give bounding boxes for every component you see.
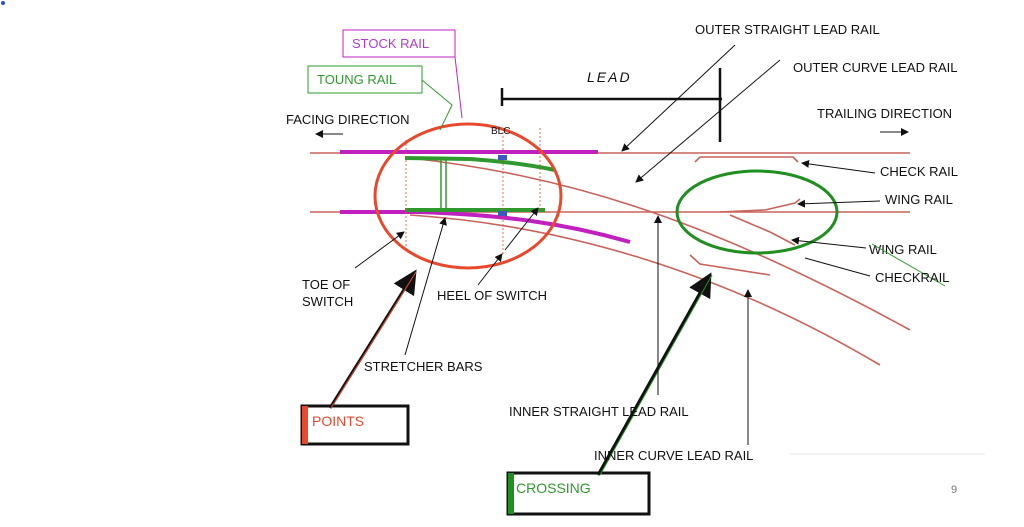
stock-rail-pointer: [454, 56, 463, 119]
points-box-accent: [302, 406, 308, 444]
crossing-leader-highlight: [599, 274, 713, 476]
check-rail-top: [694, 156, 799, 163]
heel-block-top: [498, 155, 507, 160]
blc-label: BLC: [491, 126, 510, 137]
lead-label: LEAD: [587, 69, 632, 85]
corner-dot: [1, 1, 5, 5]
outer-curve-lead-rail-arrow: [635, 59, 781, 183]
points-box: [300, 404, 410, 446]
stretcher-bars-label: STRETCHER BARS: [364, 359, 483, 374]
toung-rail-pointer: [421, 79, 453, 131]
stock-rail-bottom: [340, 210, 631, 244]
blc-arrow: [504, 207, 539, 251]
checkrail-pointer: [804, 257, 871, 277]
outer-curve-rail: [409, 157, 911, 331]
wing-rail-label-1: WING RAIL: [885, 192, 953, 207]
heel-block-bottom: [498, 211, 507, 216]
points-leader-arrow: [328, 269, 417, 409]
outer-curve-lead-rail-label: OUTER CURVE LEAD RAIL: [793, 60, 957, 75]
points-label: POINTS: [312, 413, 364, 429]
wing-rail-arrow-1: [797, 199, 881, 208]
toung-rail-top: [404, 156, 556, 172]
page-number: 9: [951, 484, 957, 496]
wing-rail-lower: [729, 214, 796, 246]
check-rail-label: CHECK RAIL: [880, 164, 958, 179]
toung-rail-box: [307, 65, 423, 94]
heel-of-switch-arrow: [477, 253, 503, 286]
wing-rail-arrow-2: [791, 236, 867, 249]
outer-straight-lead-rail-arrow: [621, 44, 736, 152]
toe-of-switch-label-line1: TOE OF: [302, 277, 350, 292]
stretcher-bars-arrow: [404, 217, 447, 356]
stock-rail-label: STOCK RAIL: [352, 36, 429, 51]
crossing-box: [506, 471, 651, 516]
inner-straight-lead-rail-label: INNER STRAIGHT LEAD RAIL: [509, 404, 689, 419]
checkrail-label: CHECKRAIL: [875, 270, 949, 285]
crossing-label: CROSSING: [516, 480, 591, 496]
check-rail-arrow: [801, 159, 876, 174]
toe-of-switch-arrow: [354, 231, 405, 269]
toung-rail-label: TOUNG RAIL: [317, 72, 396, 87]
inner-curve-lead-rail-label: INNER CURVE LEAD RAIL: [594, 448, 753, 463]
facing-direction-label: FACING DIRECTION: [286, 112, 410, 127]
points-ellipse: [373, 122, 563, 270]
crossing-leader-arrow: [596, 272, 712, 476]
wing-rail-strike-line: [871, 243, 946, 287]
wing-rail-label-2: WING RAIL: [869, 242, 937, 257]
stock-rail-box: [342, 29, 456, 58]
heel-of-switch-label: HEEL OF SWITCH: [437, 288, 547, 303]
wing-rail-upper: [719, 198, 801, 213]
inner-curve-rail: [409, 214, 881, 366]
check-rail-bottom: [689, 254, 771, 276]
trailing-direction-label: TRAILING DIRECTION: [817, 106, 952, 121]
crossing-ellipse: [675, 169, 839, 255]
points-leader-highlight: [330, 271, 417, 409]
toe-of-switch-label-line2: SWITCH: [302, 294, 353, 309]
outer-straight-lead-rail-label: OUTER STRAIGHT LEAD RAIL: [695, 22, 880, 37]
crossing-box-accent: [508, 473, 514, 514]
